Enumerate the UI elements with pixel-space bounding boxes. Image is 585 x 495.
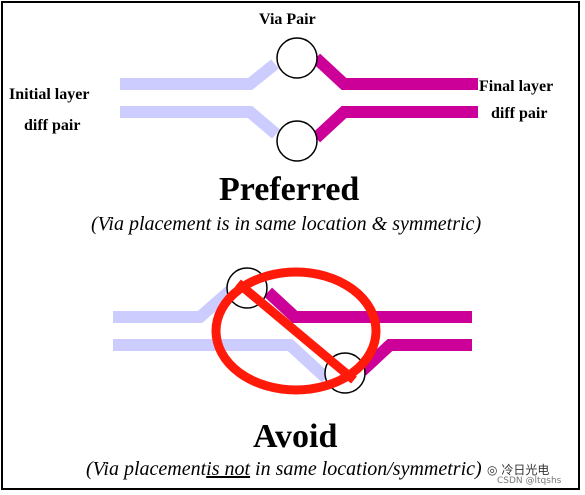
preferred-final-trace-bottom xyxy=(311,106,478,143)
final-layer-label-line2: diff pair xyxy=(491,105,548,122)
avoid-caption: (Via placementis not in same location/sy… xyxy=(86,458,482,481)
diagram-frame xyxy=(1,1,580,490)
watermark-line2: CSDN @ltqshs xyxy=(497,476,562,486)
preferred-via-top xyxy=(276,37,318,79)
avoid-caption-prefix: (Via placement xyxy=(86,458,207,480)
watermark-brand: 冷日光电 xyxy=(501,463,550,477)
preferred-caption: (Via placement is in same location & sym… xyxy=(91,213,482,235)
preferred-initial-trace-bottom xyxy=(120,106,280,139)
avoid-caption-suffix: in same location/symmetric) xyxy=(250,458,482,480)
watermark-line1: ◎ 冷日光电 xyxy=(487,461,550,478)
prohibit-slash xyxy=(235,279,357,384)
avoid-final-trace-bottom xyxy=(357,339,472,376)
final-layer-label-line1: Final layer xyxy=(479,78,554,95)
watermark-icon: ◎ xyxy=(487,463,498,477)
initial-layer-label-line1: Initial layer xyxy=(9,86,90,103)
avoid-final-trace-top xyxy=(263,287,472,323)
avoid-initial-trace-top xyxy=(113,284,236,323)
avoid-caption-emphasis: is not xyxy=(206,458,251,480)
avoid-title: Avoid xyxy=(253,418,338,455)
preferred-via-bottom xyxy=(276,120,318,162)
preferred-title: Preferred xyxy=(219,171,360,208)
initial-layer-label-line2: diff pair xyxy=(24,117,81,134)
preferred-initial-trace-top xyxy=(120,59,279,90)
via-pair-label: Via Pair xyxy=(259,11,316,28)
preferred-final-trace-top xyxy=(311,53,478,90)
prohibit-ring xyxy=(211,267,381,395)
avoid-initial-trace-bottom xyxy=(113,339,331,383)
